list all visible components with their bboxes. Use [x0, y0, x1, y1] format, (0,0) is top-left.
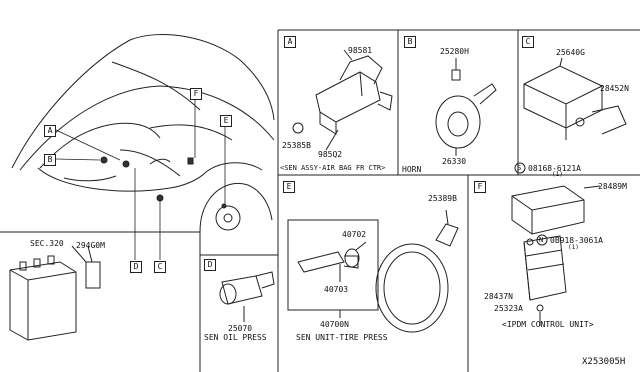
airbag-sensor-drawing	[292, 49, 393, 151]
part-25280H[interactable]: 25280H	[440, 47, 469, 56]
panel-b-caption: HORN	[402, 165, 422, 174]
battery-section-ref[interactable]: SEC.320	[30, 239, 64, 248]
part-25070[interactable]: 25070	[228, 324, 253, 333]
panel-f-letter: F	[474, 181, 486, 193]
part-25640G[interactable]: 25640G	[556, 48, 585, 57]
panel-e-letter: E	[283, 181, 295, 193]
part-28489M[interactable]: 28489M	[598, 182, 627, 191]
part-08168-6121A[interactable]: 08168-6121A	[528, 164, 581, 173]
panel-d-letter: D	[204, 259, 216, 271]
part-40703[interactable]: 40703	[324, 285, 349, 294]
screw-symbol: S	[517, 164, 522, 172]
part-40702[interactable]: 40702	[342, 230, 367, 239]
part-0B918-3061A[interactable]: 0B918-3061A	[550, 236, 603, 245]
panel-d-caption: SEN OIL PRESS	[204, 333, 267, 342]
ipdm-drawing	[511, 185, 601, 326]
diagram-id: X253005H	[582, 357, 626, 367]
panel-a-caption: <SEN ASSY-AIR BAG FR CTR>	[280, 164, 386, 172]
part-294G0M[interactable]: 294G0M	[76, 241, 105, 250]
ipdm-bolt-symbol	[536, 234, 548, 246]
module-screw-symbol	[514, 162, 526, 174]
part-25389B[interactable]: 25389B	[428, 194, 457, 203]
part-28452N[interactable]: 28452N	[600, 84, 629, 93]
horn-drawing	[435, 58, 497, 156]
callout-E[interactable]: E	[220, 115, 232, 127]
module-drawing	[523, 57, 627, 140]
callout-B[interactable]: B	[44, 154, 56, 166]
callout-A[interactable]: A	[44, 125, 56, 137]
panel-c-letter: C	[522, 36, 534, 48]
panel-e-caption: SEN UNIT-TIRE PRESS	[296, 333, 388, 342]
tire-press-sensor-drawing	[287, 209, 459, 333]
bolt-symbol: N	[539, 236, 544, 244]
part-28437N[interactable]: 28437N	[484, 292, 513, 301]
part-985Q2[interactable]: 985Q2	[318, 150, 343, 159]
part-0B918-3061A-qty: (1)	[568, 244, 579, 251]
part-26330[interactable]: 26330	[442, 157, 467, 166]
panel-f-caption: <IPDM CONTROL UNIT>	[502, 320, 594, 329]
oil-press-sensor-drawing	[219, 271, 275, 322]
part-25385B[interactable]: 25385B	[282, 141, 311, 150]
part-25323A[interactable]: 25323A	[494, 304, 523, 313]
part-98581[interactable]: 98581	[348, 46, 373, 55]
part-40700N[interactable]: 40700N	[320, 320, 349, 329]
part-08168-6121A-qty: (1)	[552, 171, 563, 178]
panel-a-letter: A	[284, 36, 296, 48]
callout-D[interactable]: D	[130, 261, 142, 273]
callout-F[interactable]: F	[190, 88, 202, 100]
callout-C[interactable]: C	[154, 261, 166, 273]
panel-b-letter: B	[404, 36, 416, 48]
battery-drawing	[9, 245, 101, 341]
car-front-drawing	[11, 34, 275, 233]
